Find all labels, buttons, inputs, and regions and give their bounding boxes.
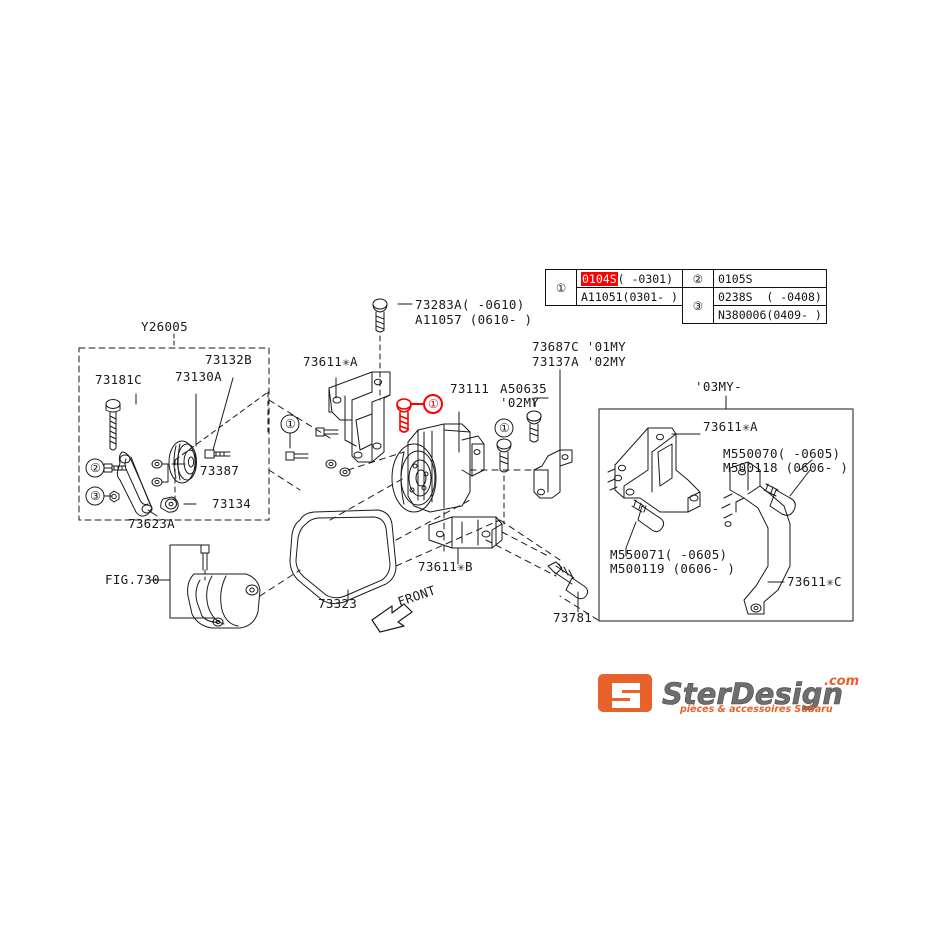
part-73134-idler <box>160 496 179 513</box>
legend-cell-3a: 0238S ( -0408) <box>712 287 827 306</box>
label-73611a-right: 73611✳A <box>703 419 758 434</box>
label-m550070: M550070( -0605) <box>723 446 841 461</box>
callout-1-left: ① <box>285 417 297 431</box>
legend-marker-1: ① <box>545 269 577 306</box>
callout-2-left: ② <box>90 461 102 475</box>
watermark-tld-text: .com <box>824 674 859 689</box>
label-73181c: 73181C <box>95 372 142 387</box>
part-73611a-right-bracket <box>607 427 701 513</box>
label-73134: 73134 <box>212 496 252 511</box>
part-73623a-bracket <box>116 451 153 517</box>
part-73387-spacers <box>151 459 169 487</box>
label-73623a: 73623A <box>128 516 175 531</box>
watermark-sterdesign: SterDesign .com pièces & accessoires Sub… <box>596 668 864 720</box>
leader-lines <box>135 303 813 613</box>
part-bolt-callout1-left <box>285 451 309 461</box>
part-73611b-bracket <box>428 516 503 549</box>
legend-cell-1b: A11051(0301- ) <box>576 287 683 306</box>
legend-table: ① 0104S( -0301) ② 0105S A11051(0301- ) ③… <box>545 269 827 324</box>
label-my03: '03MY- <box>695 379 742 394</box>
label-73387: 73387 <box>200 463 240 478</box>
label-73137a: 73137A '02MY <box>532 354 626 369</box>
legend-cell-3b: N380006(0409- ) <box>712 305 827 324</box>
label-a11057: A11057 (0610- ) <box>415 312 533 327</box>
legend-highlight-0104s: 0104S <box>581 271 618 286</box>
label-73283a: 73283A( -0610) <box>415 297 525 312</box>
part-73611a-left-bracket <box>328 371 391 463</box>
callout-1-mid: ① <box>499 421 511 435</box>
legend-cell-1a-suffix: ( -0301) <box>617 271 674 286</box>
label-73687c: 73687C '01MY <box>532 339 626 354</box>
part-m550070-bolt <box>763 469 811 516</box>
label-73130a: 73130A <box>175 369 222 384</box>
callout-1-red: ① <box>428 397 440 411</box>
label-73111: 73111 <box>450 381 490 396</box>
part-73111-compressor <box>391 423 485 513</box>
label-73132b: 73132B <box>205 352 252 367</box>
part-73611c-bracket <box>721 461 791 615</box>
label-73611a-left: 73611✳A <box>303 354 358 369</box>
callout-3-left: ③ <box>90 489 102 503</box>
part-highlighted-bolt-red <box>396 398 412 433</box>
part-73323-belt <box>289 509 397 605</box>
label-a50635-my: '02MY <box>500 395 540 410</box>
legend-marker-3: ③ <box>681 287 714 324</box>
watermark-graphic: SterDesign .com pièces & accessoires Sub… <box>598 674 859 715</box>
group-box-y26005 <box>78 347 270 521</box>
label-m500118: M500118 (0606- ) <box>723 460 849 475</box>
label-a50635: A50635 <box>500 381 547 396</box>
part-bolt-callout1-mid <box>496 438 512 525</box>
watermark-brand-text: SterDesign <box>662 677 843 711</box>
label-m550071: M550071( -0605) <box>610 547 728 562</box>
label-73323: 73323 <box>318 596 358 611</box>
label-73611c: 73611✳C <box>787 574 842 589</box>
part-73130a-pulley <box>168 440 197 484</box>
part-73132b-bolt <box>204 449 231 459</box>
part-a50635-bolt <box>526 397 549 443</box>
legend-cell-2a: 0105S <box>712 269 827 288</box>
part-73283a-bolt <box>372 298 388 401</box>
label-m500119: M500119 (0606- ) <box>610 561 736 576</box>
exploded-guides <box>259 399 599 621</box>
label-y26005: Y26005 <box>141 319 188 334</box>
label-73611b: 73611✳B <box>418 559 473 574</box>
part-73781-bolt <box>547 561 589 607</box>
watermark-tagline-text: pièces & accessoires Subaru <box>679 704 833 715</box>
legend-cell-1a: 0104S( -0301) <box>576 269 683 288</box>
part-bracket-bolts-left <box>315 427 351 477</box>
part-m550071-bolt <box>625 499 665 549</box>
label-73781: 73781 <box>553 610 593 625</box>
part-horn-fig730 <box>155 544 261 629</box>
part-73181c-bolt <box>105 399 121 451</box>
front-arrow <box>371 603 413 633</box>
legend-marker-2: ② <box>681 269 714 288</box>
label-fig730: FIG.730 <box>105 572 160 587</box>
